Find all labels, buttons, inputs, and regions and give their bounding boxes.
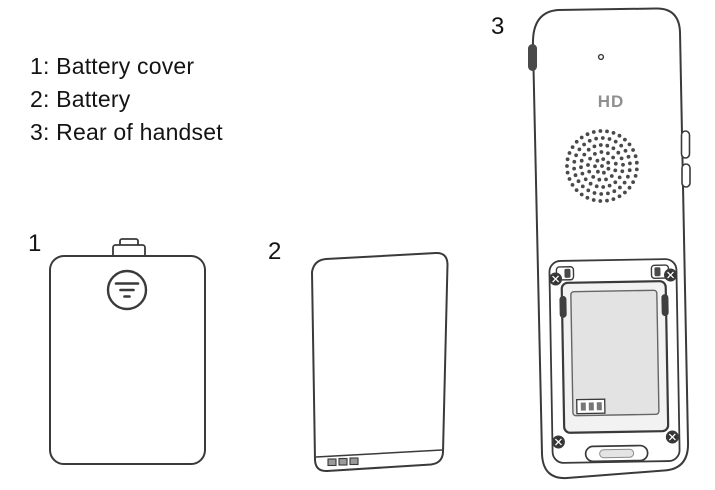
battery-connector-icon xyxy=(576,398,606,415)
legend-item-rear-of-handset: 3: Rear of handset xyxy=(30,119,223,145)
part-label-battery-cover: 1 xyxy=(28,230,42,257)
handset-rear-drawing: HD xyxy=(528,7,691,480)
legend: 1: Battery cover 2: Battery 3: Rear of h… xyxy=(30,50,223,149)
battery-compartment xyxy=(548,258,681,464)
sensor-dot-icon xyxy=(597,53,605,61)
cover-clip-tab-icon xyxy=(112,238,146,259)
battery-drawing xyxy=(310,251,449,473)
screw-icon xyxy=(663,268,678,282)
cover-body xyxy=(49,255,206,465)
compartment-outline xyxy=(548,258,681,464)
bay-latch-left-icon xyxy=(559,295,567,318)
hd-logo: HD xyxy=(598,92,625,111)
battery-contacts-icon xyxy=(327,457,359,467)
battery-bottom-edge xyxy=(315,449,443,458)
handset-right-side-button-1 xyxy=(680,130,691,159)
handset-right-side-button-2 xyxy=(681,163,691,188)
battery-cover-drawing xyxy=(49,238,206,465)
legend-item-battery-cover: 1: Battery cover xyxy=(30,53,195,79)
part-label-rear-of-handset: 3 xyxy=(491,13,505,40)
legend-item-battery: 2: Battery xyxy=(30,86,131,112)
battery-body xyxy=(310,251,449,473)
bottom-latch-bar xyxy=(599,448,635,459)
part-label-battery: 2 xyxy=(268,238,282,265)
screw-icon xyxy=(551,435,566,449)
bay-latch-right-icon xyxy=(661,294,669,317)
screw-icon xyxy=(548,272,563,286)
cover-logo-emblem-icon xyxy=(106,269,148,311)
handset-left-side-button xyxy=(528,44,537,71)
speaker-grille-icon xyxy=(565,129,639,203)
battery-bay-inner xyxy=(570,289,660,417)
screw-icon xyxy=(665,430,679,444)
